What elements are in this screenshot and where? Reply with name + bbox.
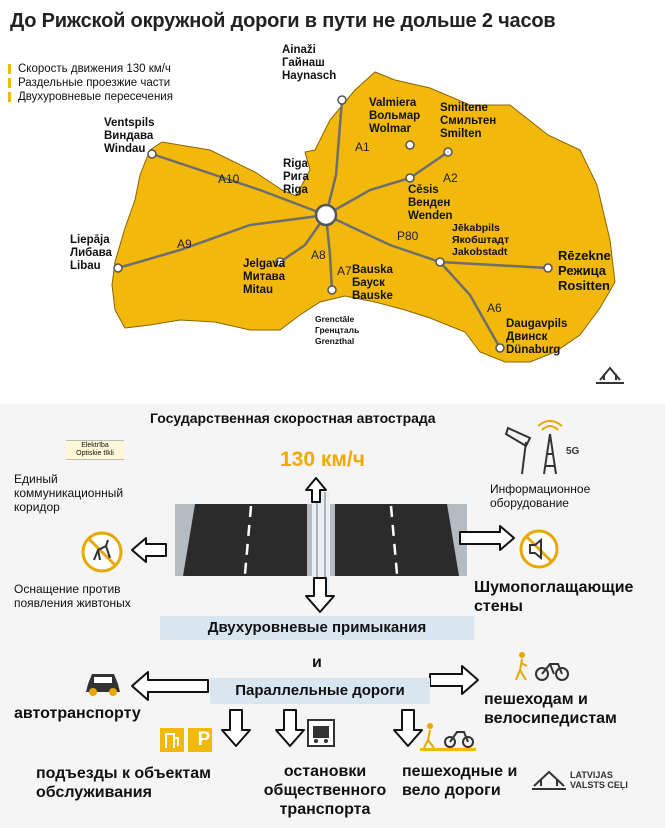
marker-ainazi (337, 95, 347, 105)
parallel-roads-bar: Параллельные дороги (210, 678, 430, 704)
arrow-left-animals (131, 537, 167, 563)
no-animals-icon (81, 531, 123, 573)
parking-icon: P (197, 729, 211, 750)
arrow-right-noise (459, 525, 515, 551)
marker-rezekne (543, 263, 553, 273)
marker-cesis (405, 173, 415, 183)
latvia-map (111, 71, 624, 384)
road-a1 (324, 98, 344, 217)
road-label-a9: A9 (177, 237, 192, 251)
and-label: и (312, 654, 322, 671)
road-a2 (324, 150, 450, 217)
legend-item: Раздельные проезжие части (8, 76, 173, 90)
fiveg-label: 5G (566, 446, 580, 457)
road-label-a1: A1 (355, 140, 370, 154)
marker-ventspils (147, 149, 157, 159)
map-legend: Скорость движения 130 км/ч Раздельные пр… (8, 62, 173, 104)
speed-label: 130 км/ч (280, 448, 365, 471)
road-p80 (324, 213, 550, 270)
path-icon (420, 723, 476, 751)
road-a8 (278, 213, 328, 264)
car-icon (86, 674, 120, 696)
marker-valmiera (405, 140, 415, 150)
arrow-down-paths (393, 709, 423, 747)
interchanges-bar: Двухуровневые примыкания (160, 616, 474, 640)
lvc-logo-icon (532, 770, 566, 790)
marker-liepaja (113, 263, 123, 273)
latvia-shape (111, 71, 616, 363)
marker-smiltene (443, 147, 453, 157)
arrow-up-speed (305, 477, 327, 503)
arrow-down-transit (275, 709, 305, 747)
services-icons (160, 728, 212, 752)
road-label-a10: A10 (218, 172, 240, 186)
marker-daugavpils (495, 343, 505, 353)
pedestrian-bike-icon (515, 652, 569, 681)
page-title: До Рижской окружной дороги в пути не дол… (10, 10, 556, 32)
marker-bauska (327, 285, 337, 295)
road-label-a6: A6 (487, 301, 502, 315)
map-logo-icon (596, 366, 624, 384)
highway-illustration (175, 492, 467, 606)
marker-jekabpils (435, 257, 445, 267)
city-markers (113, 95, 553, 353)
road-a6 (438, 260, 502, 350)
bus-stop-icon (307, 719, 335, 747)
road-a10 (150, 152, 328, 217)
road-a9 (116, 213, 328, 270)
noise-icon (519, 529, 559, 569)
arrow-down-interchanges (305, 577, 335, 613)
infographic-header: Государственная скоростная автострада (150, 410, 436, 426)
info-equipment-icon (504, 420, 563, 475)
arrows-layer (131, 477, 515, 747)
cars-label: автотранспорту (14, 705, 141, 722)
road-label-a8: A8 (311, 248, 326, 262)
road-label-p80: P80 (397, 229, 419, 243)
road-network (116, 98, 550, 350)
road-label-a7: A7 (337, 264, 352, 278)
arrow-down-services (221, 709, 251, 747)
road-label-a2: A2 (443, 171, 458, 185)
marker-jelgava (275, 257, 285, 267)
arrow-right-peds (429, 665, 479, 695)
arrow-left-cars (131, 671, 209, 701)
marker-riga (314, 203, 338, 227)
legend-item: Скорость движения 130 км/ч (8, 62, 173, 76)
legend-item: Двухуровневые пересечения (8, 90, 173, 104)
road-a7 (324, 213, 334, 292)
